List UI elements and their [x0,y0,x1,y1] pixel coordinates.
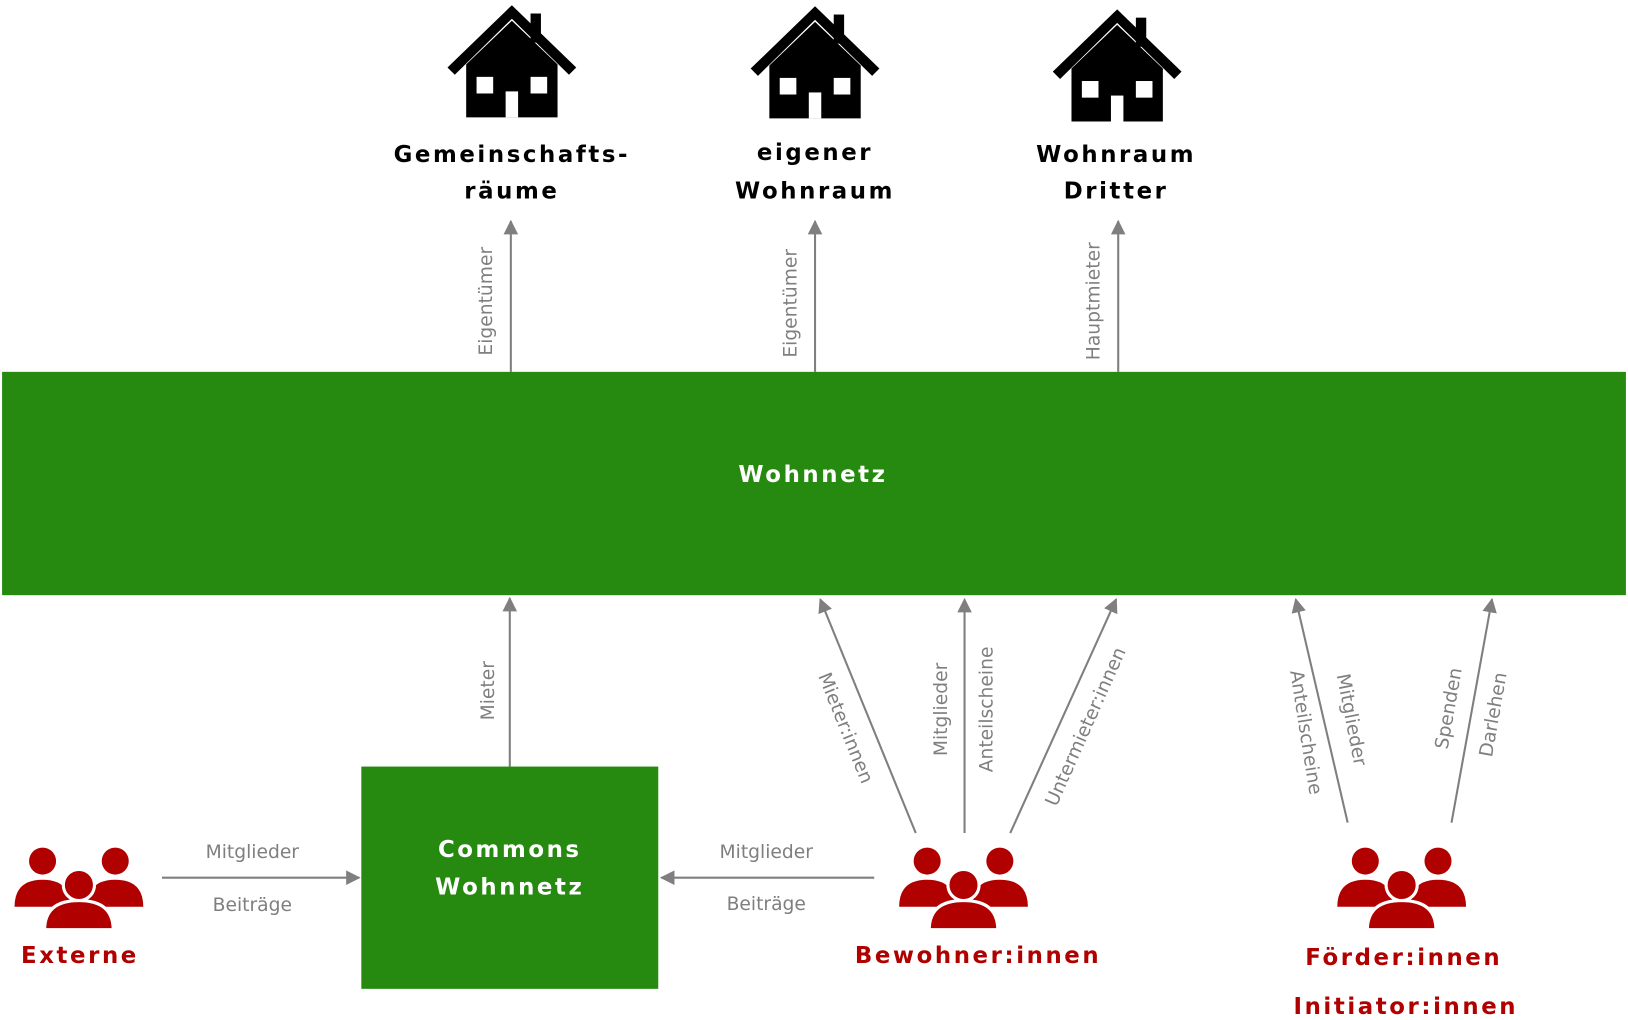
relation-label: Mieter [478,661,499,721]
relation-label: Spenden [1432,666,1467,751]
relation-label: Mitglieder [931,662,952,756]
foerder-label-line2: Initiator:innen [1293,994,1518,1020]
relation-label: Anteilscheine [977,647,998,773]
relation-label: Untermieter:innen [1042,644,1131,809]
commons-label-line2: Wohnnetz [435,874,584,900]
arrow-untermieterinnen [1009,598,1118,834]
people-icon [897,846,1030,932]
foerder-label-line1: Förder:innen [1305,945,1502,971]
target-wohnraum-dritter: Wohnraum Dritter Hauptmieter [1036,9,1196,372]
target-eigener-wohnraum: eigener Wohnraum Eigentümer [735,6,895,372]
target-label-line1: Gemeinschafts- [394,142,631,168]
relation-label: Hauptmieter [1084,242,1105,360]
target-label-line2: Dritter [1064,178,1169,204]
relation-label: Eigentümer [780,249,801,358]
flow-label: Beiträge [213,895,292,916]
arrow-anteilscheine-mitglieder [1291,597,1349,823]
house-icon [1052,9,1182,122]
wohnnetz-label: Wohnnetz [738,462,887,488]
flow-label: Mitglieder [720,842,814,863]
relation-label: Eigentümer [476,247,497,356]
externe-label: Externe [21,943,139,969]
target-gemeinschaftsraeume: Gemeinschafts- räume Eigentümer [394,5,631,372]
house-icon [447,5,577,118]
flow-label: Beiträge [727,894,806,915]
relation-label: Mitglieder [1332,672,1370,768]
target-label-line2: Wohnraum [735,178,895,204]
relation-label: Darlehen [1476,671,1512,759]
people-icon [12,846,145,932]
commons-label-line1: Commons [438,837,582,863]
commons-wohnnetz-block [361,766,659,989]
bewohner-label: Bewohner:innen [855,943,1101,969]
people-icon [1335,846,1468,932]
house-icon [750,6,880,119]
target-label-line1: eigener [757,140,873,166]
target-label-line1: Wohnraum [1036,142,1196,168]
relation-label: Anteilscheine [1285,669,1325,796]
arrow-spenden-darlehen [1450,597,1497,823]
wohnnetz-block [2,371,1626,596]
flow-label: Mitglieder [206,842,300,863]
target-label-line2: räume [464,178,559,204]
arrow-mieterinnen [818,597,917,834]
relation-label: Mieter:innen [813,670,876,787]
